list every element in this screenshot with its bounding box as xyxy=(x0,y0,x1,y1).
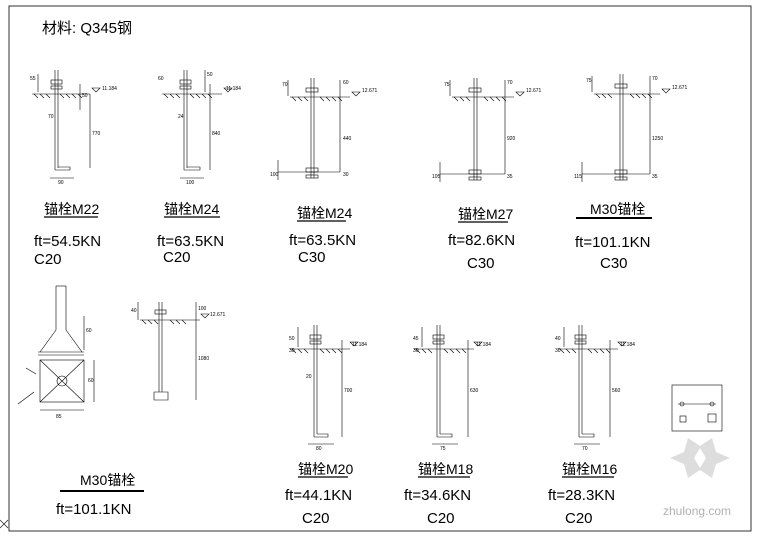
dim-m30a-c: 1250 xyxy=(652,136,663,142)
legend-box xyxy=(671,384,723,432)
anchor-label-m24-c30: 锚栓M24 xyxy=(297,205,352,221)
dim-m30a-b: 70 xyxy=(652,76,658,82)
elev-m22: 11.184 xyxy=(102,86,117,92)
dim-m30b-c: 85 xyxy=(56,414,62,420)
elev-m24a: 11.184 xyxy=(226,86,241,92)
anchor-detail-m24-c30 xyxy=(277,78,361,180)
concrete-grade-m30-c30: C30 xyxy=(600,255,628,272)
elev-m16: 11.184 xyxy=(620,342,635,348)
dim-m20-a: 50 xyxy=(289,336,295,342)
concrete-grade-m24-c30: C30 xyxy=(298,249,326,266)
dim-m24a-c: 24 xyxy=(178,114,184,120)
dim-m27-a: 75 xyxy=(444,82,450,88)
anchor-detail-m20 xyxy=(290,325,359,445)
concrete-grade-m27: C30 xyxy=(467,255,495,272)
elev-m24b: 12.671 xyxy=(362,88,378,94)
dim-m24b-e: 100 xyxy=(270,172,279,178)
watermark-text: zhulong.com xyxy=(663,504,731,518)
dim-m16-a: 40 xyxy=(555,336,561,342)
dim-m20-b: 30 xyxy=(289,348,295,354)
dim-m24b-a: 70 xyxy=(282,82,288,88)
elev-m30b: 12.671 xyxy=(210,312,226,318)
anchor-label-m20: 锚栓M20 xyxy=(298,461,353,477)
dim-m22-e: 90 xyxy=(58,180,64,186)
dim-m30b-e: 1080 xyxy=(198,356,209,362)
dim-m30a-a: 75 xyxy=(586,78,592,84)
elev-m30a: 12.671 xyxy=(672,85,688,91)
concrete-grade-m20: C20 xyxy=(302,510,330,527)
anchor-label-m18: 锚栓M18 xyxy=(418,461,473,477)
anchor-force-m22: ft=54.5KN xyxy=(34,233,101,250)
anchor-detail-m27 xyxy=(439,78,525,182)
anchor-force-m30-c30: ft=101.1KN xyxy=(575,234,650,251)
dim-m24b-d: 30 xyxy=(343,172,349,178)
dim-m27-c: 920 xyxy=(507,136,516,142)
elev-m18: 11.184 xyxy=(476,342,491,348)
dim-m30a-d: 35 xyxy=(652,174,658,180)
anchor-label-m30-base: M30锚栓 xyxy=(80,472,135,488)
elev-m27: 12.671 xyxy=(526,88,542,94)
dim-m16-d: 70 xyxy=(582,446,588,452)
dim-m24a-d: 840 xyxy=(212,131,221,137)
anchor-force-m16: ft=28.3KN xyxy=(548,487,615,504)
dim-m30b-d: 100 xyxy=(198,306,207,312)
anchor-detail-m18 xyxy=(414,325,483,445)
dim-m24b-c: 440 xyxy=(343,136,352,142)
dim-m20-d: 700 xyxy=(344,388,353,394)
dim-m18-d: 75 xyxy=(440,446,446,452)
dim-m22-b: 50 xyxy=(82,93,88,99)
corner-mark xyxy=(0,519,9,529)
dim-m27-e: 105 xyxy=(432,174,441,180)
dim-m18-c: 630 xyxy=(470,388,479,394)
dim-m24a-b: 50 xyxy=(207,72,213,78)
dim-m24a-e: 100 xyxy=(186,180,195,186)
dim-m22-c: 70 xyxy=(48,114,54,120)
dim-m20-e: 80 xyxy=(316,446,322,452)
dim-m16-c: 560 xyxy=(612,388,621,394)
anchor-label-m22: 锚栓M22 xyxy=(44,201,99,217)
dim-m30b-a: 60 xyxy=(86,328,92,334)
material-title: 材料: Q345钢 xyxy=(42,20,132,37)
dim-m16-b: 30 xyxy=(555,348,561,354)
watermark-logo xyxy=(670,438,730,478)
anchor-force-m24-c30: ft=63.5KN xyxy=(289,232,356,249)
dim-m18-a: 45 xyxy=(413,336,419,342)
anchor-base-m30 xyxy=(17,285,95,411)
anchor-label-m27: 锚栓M27 xyxy=(458,206,513,222)
anchor-label-m24-c20: 锚栓M24 xyxy=(164,201,219,217)
dim-m22-a: 55 xyxy=(30,76,36,82)
dim-m30b-plan: 60 xyxy=(88,378,94,384)
drawing-frame xyxy=(8,5,752,532)
concrete-grade-m16: C20 xyxy=(565,510,593,527)
anchor-force-m27: ft=82.6KN xyxy=(448,232,515,249)
anchor-force-m18: ft=34.6KN xyxy=(404,487,471,504)
anchor-force-m24-c20: ft=63.5KN xyxy=(157,233,224,250)
dim-m24a-a: 60 xyxy=(158,76,164,82)
dim-m27-b: 70 xyxy=(507,80,513,86)
concrete-grade-m18: C20 xyxy=(427,510,455,527)
anchor-detail-m16 xyxy=(558,325,627,445)
dim-m24b-b: 60 xyxy=(343,80,349,86)
anchor-detail-m22 xyxy=(32,70,101,179)
dim-m20-c: 20 xyxy=(306,374,312,380)
anchor-label-m30-c30: M30锚栓 xyxy=(590,201,645,217)
concrete-grade-m24-c20: C20 xyxy=(163,249,191,266)
anchor-label-m16: 锚栓M16 xyxy=(562,461,617,477)
anchor-detail-m30-c30 xyxy=(581,74,671,182)
dim-m18-b: 30 xyxy=(413,348,419,354)
anchor-force-m30-base: ft=101.1KN xyxy=(56,501,131,518)
anchor-detail-m24-c20 xyxy=(162,70,233,179)
dim-m27-d: 35 xyxy=(507,174,513,180)
elev-m20: 11.184 xyxy=(352,342,367,348)
dim-m30a-e: 115 xyxy=(574,174,582,180)
concrete-grade-m22: C20 xyxy=(34,251,62,268)
dim-m22-d: 770 xyxy=(92,131,101,137)
anchor-detail-m30-plate xyxy=(137,302,210,401)
anchor-force-m20: ft=44.1KN xyxy=(285,487,352,504)
dim-m30b-b: 40 xyxy=(131,308,137,314)
